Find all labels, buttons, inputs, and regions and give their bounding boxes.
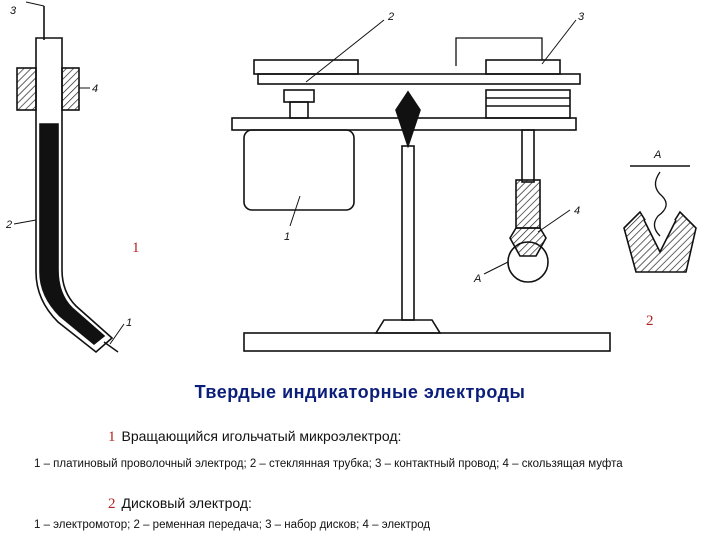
fig1-label-tube: 2 <box>5 219 12 231</box>
belt-drive <box>257 73 581 85</box>
caption-1-parts: 1 – платиновый проволочный электрод; 2 –… <box>34 457 714 471</box>
caption-1-parts-text: 1 – платиновый проволочный электрод; 2 –… <box>34 458 623 470</box>
page-title: Твердые индикаторные электроды <box>194 382 526 402</box>
caption-2-parts-text: 1 – электромотор; 2 – ременная передача;… <box>34 519 431 531</box>
caption-2-number: 2 <box>108 496 116 512</box>
fig1-label-tip: 1 <box>126 317 132 329</box>
detail-a-title: A <box>653 149 661 161</box>
sliding-sleeve-left <box>16 67 37 111</box>
base-plate <box>243 332 611 352</box>
fig2-label-electrode: 4 <box>574 205 580 217</box>
disk-electrode-figure <box>231 19 611 352</box>
fig2-label-point-a: A <box>473 273 481 285</box>
electrodes-diagram: 3 4 2 1 <box>5 1 697 354</box>
platinum-wire <box>39 123 106 346</box>
fig2-label-motor: 1 <box>284 231 290 243</box>
sliding-sleeve-right <box>61 67 80 111</box>
figure-1-marker: 1 <box>132 240 140 256</box>
caption-2-heading: 2 Дисковый электрод: <box>108 495 720 513</box>
needle-microelectrode-figure <box>13 1 125 354</box>
detail-a <box>623 165 697 273</box>
electromotor <box>243 129 355 211</box>
fig1-label-wire: 3 <box>10 5 17 17</box>
figure-2-marker: 2 <box>646 313 654 329</box>
caption-1-heading: 1 Вращающийся игольчатый микроэлектрод: <box>108 428 720 446</box>
caption-1-number: 1 <box>108 429 116 445</box>
caption-2-parts: 1 – электромотор; 2 – ременная передача;… <box>34 518 714 532</box>
fig2-label-disks: 3 <box>578 11 585 23</box>
disk-pack <box>485 89 571 119</box>
fig2-label-belt: 2 <box>387 11 394 23</box>
glass-tube <box>35 37 114 354</box>
caption-2-heading-text: Дисковый электрод: <box>121 495 252 511</box>
column <box>401 145 415 321</box>
disk-electrode <box>521 129 535 183</box>
caption-1-heading-text: Вращающийся игольчатый микроэлектрод: <box>121 428 402 444</box>
fig1-label-sleeve: 4 <box>92 83 98 95</box>
